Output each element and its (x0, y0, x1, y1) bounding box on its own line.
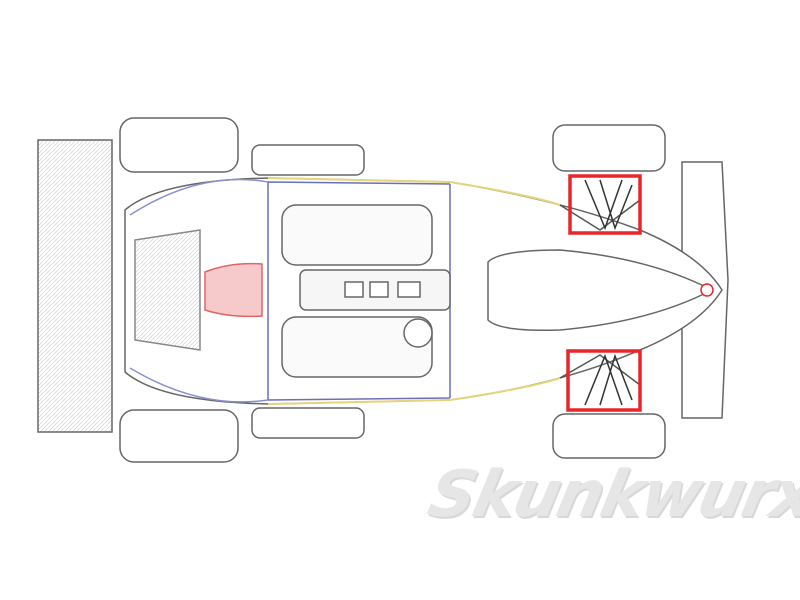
rear-right-wheel (119, 409, 239, 463)
watermark-logo: Skunkwurx (422, 458, 800, 532)
rear-wing (37, 139, 113, 433)
front-right-wheel (552, 413, 666, 459)
rear-left-wheel (119, 117, 239, 173)
highlight-box-front-left-suspension (568, 174, 642, 235)
front-left-wheel (552, 124, 666, 172)
highlight-box-front-right-suspension (566, 349, 642, 412)
